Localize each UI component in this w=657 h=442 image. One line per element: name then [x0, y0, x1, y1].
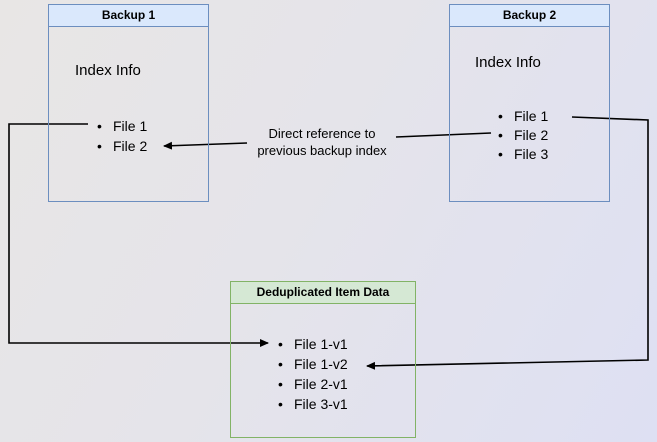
arrow-direct-reference-segment-left	[163, 141, 248, 150]
file-entry: File 2	[514, 127, 549, 143]
file-entry: File 1-v2	[294, 356, 348, 372]
backup1-title: Backup 1	[49, 5, 208, 27]
list-item: File 2	[93, 136, 147, 156]
direct-reference-label-line1: Direct reference to	[268, 126, 376, 141]
backup2-index-info-label: Index Info	[475, 54, 541, 71]
bullet-icon	[494, 107, 514, 126]
dedup-file-list: File 1-v1 File 1-v2 File 2-v1 File 3-v1	[274, 334, 348, 414]
dedup-title: Deduplicated Item Data	[231, 282, 415, 304]
file-entry: File 1	[113, 118, 148, 134]
backup2-title: Backup 2	[450, 5, 609, 27]
backup2-box: Backup 2 Index Info File 1 File 2 File 3	[449, 4, 610, 202]
file-entry: File 1	[514, 108, 549, 124]
backup1-file-list: File 1 File 2	[93, 116, 147, 156]
bullet-icon	[93, 136, 113, 156]
deduplicated-item-data-box: Deduplicated Item Data File 1-v1 File 1-…	[230, 281, 416, 438]
bullet-icon	[494, 126, 514, 145]
list-item: File 2	[494, 126, 548, 145]
list-item: File 1	[494, 107, 548, 126]
file-entry: File 2-v1	[294, 376, 348, 392]
file-entry: File 3-v1	[294, 396, 348, 412]
arrow-direct-reference-segment-right	[395, 132, 492, 138]
arrow-backup2-file1-to-dedup-file1v2	[366, 116, 649, 370]
list-item: File 1-v2	[274, 354, 348, 374]
backup1-box: Backup 1 Index Info File 1 File 2	[48, 4, 209, 202]
list-item: File 1-v1	[274, 334, 348, 354]
bullet-icon	[274, 374, 294, 394]
direct-reference-label-line2: previous backup index	[257, 143, 387, 158]
file-entry: File 3	[514, 146, 549, 162]
list-item: File 2-v1	[274, 374, 348, 394]
bullet-icon	[494, 145, 514, 164]
bullet-icon	[274, 394, 294, 414]
file-entry: File 2	[113, 138, 148, 154]
list-item: File 3-v1	[274, 394, 348, 414]
bullet-icon	[93, 116, 113, 136]
backup2-file-list: File 1 File 2 File 3	[494, 107, 548, 164]
bullet-icon	[274, 334, 294, 354]
file-entry: File 1-v1	[294, 336, 348, 352]
list-item: File 1	[93, 116, 147, 136]
list-item: File 3	[494, 145, 548, 164]
backup1-index-info-label: Index Info	[75, 62, 141, 79]
bullet-icon	[274, 354, 294, 374]
direct-reference-label: Direct reference to previous backup inde…	[242, 125, 402, 159]
